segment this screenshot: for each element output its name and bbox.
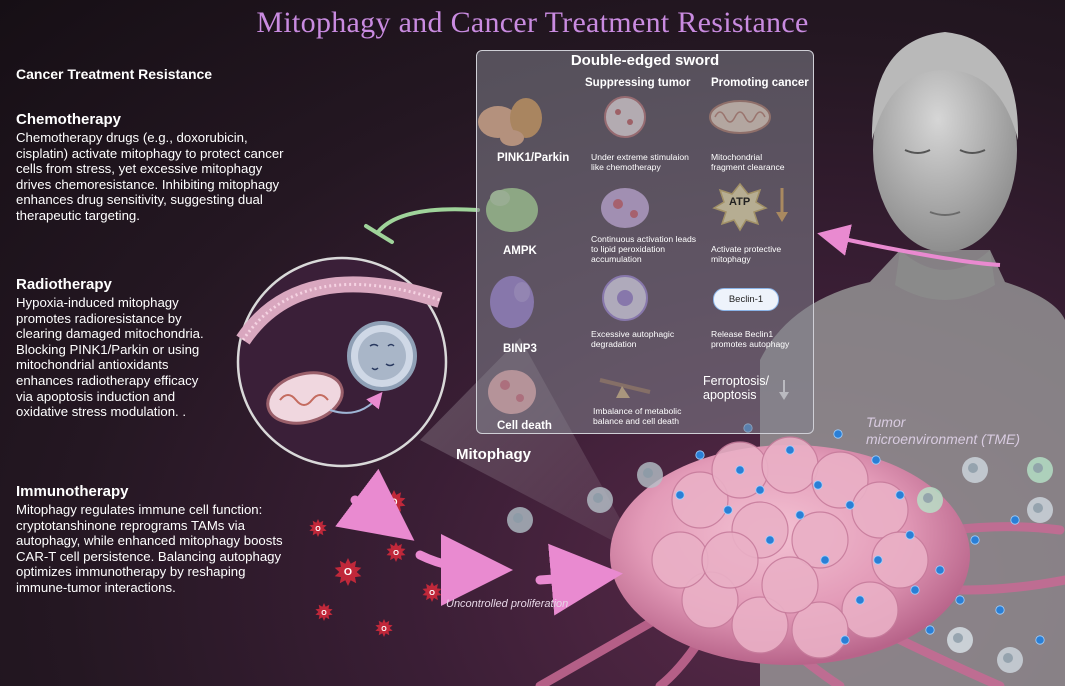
tme-dot: [795, 510, 805, 520]
suppress-column-heading: Suppressing tumor: [585, 77, 691, 89]
tme-dot: [840, 635, 850, 645]
promote-text-cell-death: Ferroptosis/apoptosis: [703, 374, 769, 402]
tme-dot: [755, 485, 765, 495]
tme-dot: [910, 585, 920, 595]
immune-cell-nucleus: [593, 493, 603, 503]
tme-dot: [895, 490, 905, 500]
tme-dot: [820, 555, 830, 565]
tme-dot: [871, 455, 881, 465]
immune-cell-nucleus: [1033, 463, 1043, 473]
tumor-lobe: [791, 601, 849, 659]
tme-dot: [1035, 635, 1045, 645]
tme-dot: [785, 445, 795, 455]
atp-label: ATP: [729, 196, 751, 208]
radio-heading: Radiotherapy: [16, 276, 112, 293]
tme-dots: [675, 423, 1045, 645]
tme-dot: [905, 530, 915, 540]
tumor-lobe: [871, 531, 929, 589]
tumor-mass: [610, 436, 970, 665]
o2-star: [422, 582, 442, 602]
proliferation-arrows: [335, 468, 623, 616]
immune-cells: [507, 457, 1053, 673]
promote-column-heading: Promoting cancer: [711, 77, 809, 89]
mitophagy-zoom-circle: [236, 256, 448, 468]
chemo-text: Chemotherapy drugs (e.g., doxorubicin,ci…: [16, 130, 284, 223]
tme-dot: [970, 535, 980, 545]
tme-dot: [845, 500, 855, 510]
immune-cell-nucleus: [923, 493, 933, 503]
o2-label: O: [315, 526, 321, 533]
row-label-binp3: BINP3: [503, 343, 537, 355]
tme-dot: [813, 480, 823, 490]
patient-arrow: [817, 224, 1001, 267]
tumor-lobe: [671, 471, 729, 529]
figure-title: Mitophagy and Cancer Treatment Resistanc…: [256, 6, 809, 39]
o2-star: [309, 519, 327, 537]
section-heading: Cancer Treatment Resistance: [16, 66, 213, 82]
tme-dot: [765, 535, 775, 545]
tumor-lobe: [851, 481, 909, 539]
immuno-text: Mitophagy regulates immune cell function…: [16, 502, 283, 595]
tme-dot: [925, 625, 935, 635]
tme-dot: [735, 465, 745, 475]
tumor-lobe: [791, 511, 849, 569]
row-label-cell-death: Cell death: [497, 420, 552, 432]
tumor-lobe: [841, 581, 899, 639]
tme-dot: [935, 565, 945, 575]
mitophagy-label: Mitophagy: [456, 446, 531, 463]
tme-dot: [833, 429, 843, 439]
tumor-lobe: [761, 436, 819, 494]
o2-star: [375, 619, 393, 637]
panel-title: Double-edged sword: [570, 52, 720, 69]
immune-cell-nucleus: [953, 633, 963, 643]
immune-cell-nucleus: [1033, 503, 1043, 513]
o2-label: O: [381, 626, 387, 633]
tumor-lobe: [701, 531, 759, 589]
o2-label: O: [393, 548, 399, 557]
o2-label: O: [344, 566, 352, 578]
tumor-lobe: [651, 531, 709, 589]
double-edged-sword-panel: Double-edged sword Suppressing tumor Pro…: [476, 50, 814, 434]
zoom-cone: [420, 338, 640, 555]
tme-dot: [695, 450, 705, 460]
tme-dot: [675, 490, 685, 500]
tme-dot: [955, 595, 965, 605]
immune-cell-nucleus: [1003, 653, 1013, 663]
tme-dot: [873, 555, 883, 565]
immuno-heading: Immunotherapy: [16, 483, 129, 500]
o2-star: [334, 558, 362, 586]
row-label-pink1-parkin: PINK1/Parkin: [497, 152, 570, 164]
o2-label: O: [321, 610, 327, 617]
tumor-lobe: [811, 451, 869, 509]
o2-star: [315, 603, 333, 621]
row-label-ampk: AMPK: [503, 245, 537, 257]
tme-dot: [723, 505, 733, 515]
tme-dot: [1010, 515, 1020, 525]
chemo-heading: Chemotherapy: [16, 111, 122, 128]
beclin1-badge: Beclin-1: [713, 288, 779, 311]
o2-label: O: [429, 588, 435, 597]
tme-dot: [855, 595, 865, 605]
immune-cell-nucleus: [643, 468, 653, 478]
o2-label: O: [390, 497, 397, 507]
tumor-lobe: [731, 596, 789, 654]
o2-star: [386, 542, 406, 562]
tme-label: Tumor microenvironment (TME): [866, 414, 1021, 447]
inhibition-arrow: [364, 207, 480, 244]
uncontrolled-proliferation-label: Uncontrolled proliferation: [446, 598, 569, 610]
immune-cell-nucleus: [513, 513, 523, 523]
tme-dot: [995, 605, 1005, 615]
immune-cell-nucleus: [968, 463, 978, 473]
tumor-lobe: [761, 556, 819, 614]
